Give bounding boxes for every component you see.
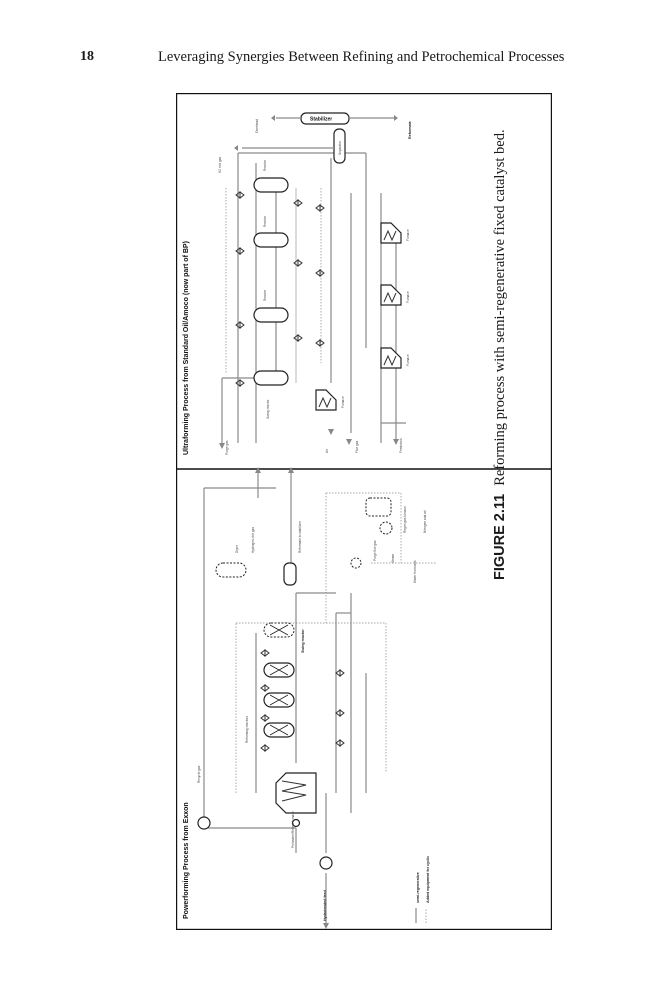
recycle-gas-label: Recycle gas [197, 765, 201, 783]
furnace-2 [380, 284, 402, 306]
furnace-2-label: Furnace [406, 291, 410, 303]
separator-label: Separator [338, 140, 342, 155]
swing-reactor-label: Swing reactor [266, 399, 270, 419]
hydrogen-product-label: Hydrogen-rich gas [251, 527, 255, 553]
furnace-1 [380, 222, 402, 244]
caption-label: FIGURE 2.11 [492, 493, 508, 580]
flue-gas-label: Flue gas [355, 440, 359, 453]
reactor-2 [253, 232, 289, 248]
caption-text: Reforming process with semi-regenerative… [492, 129, 508, 486]
reactor-3 [253, 307, 289, 323]
reactor-1 [253, 177, 289, 193]
furnace-3-label: Furnace [406, 354, 410, 366]
stabilizer-label: Stabilizer [310, 117, 332, 123]
regen-gas-label: Regen gas furnace [403, 506, 407, 533]
reactor-1-label: Reactor [263, 159, 267, 171]
figure-caption: FIGURE 2.11 Reforming process with semi-r… [492, 129, 512, 580]
powerforming-title: Powerforming Process from Exxon [183, 802, 190, 919]
purge-gas-label: Purge gas [225, 440, 229, 455]
air-label: Air [325, 448, 329, 453]
product-separator [283, 562, 297, 586]
nitrogen-air-label: Nitrogen and air [423, 509, 427, 533]
legend-cyclic: Added equipment for cyclic [426, 856, 430, 903]
swing-reactor [253, 370, 289, 386]
legend-semi-regen: semi-regenerative [416, 872, 420, 903]
reforming-reactor-3 [263, 662, 295, 678]
separator-vessel [333, 128, 346, 164]
process-flow-diagram: Ultraforming Process from Standard Oil/A… [175, 92, 553, 931]
water-tank-label: Water from tank [413, 560, 417, 583]
steam-drum [379, 521, 393, 535]
reforming-reactor-1 [263, 722, 295, 738]
regen-furnace-label: Furnace [341, 396, 345, 408]
hydrotreated-feed-label: Hydrotreated feed [323, 890, 327, 921]
heater-label: Preheater/Reheat furnace [291, 811, 295, 848]
overhead-label: Overhead [255, 119, 259, 133]
heat-exchanger [291, 818, 301, 828]
recycle-compressor [197, 816, 211, 830]
reforming-reactor-2 [263, 692, 295, 708]
h2-gas-label: H2 rich gas [218, 156, 222, 173]
regen-gas-furnace [365, 497, 392, 517]
feedstock-label: Feedstock [399, 438, 403, 453]
running-title: Leveraging Synergies Between Refining an… [158, 49, 565, 65]
feed-pump [319, 856, 333, 870]
reactor-2-label: Reactor [263, 215, 267, 227]
swing-reactor-left-label: Swing reactor [301, 629, 305, 653]
purge-flue-gas-label: Purge flue gas [373, 540, 377, 561]
page-number: 18 [80, 49, 94, 64]
furnace-1-label: Furnace [406, 229, 410, 241]
ultraforming-title: Ultraforming Process from Standard Oil/A… [183, 241, 190, 455]
swing-reactor-left [263, 622, 295, 638]
reformate-product-label: Reformate to stabilizer [298, 520, 302, 553]
process-figure: Ultraforming Process from Standard Oil/A… [175, 92, 553, 931]
dryer-label: Dryer [235, 544, 239, 553]
steam-label: Steam [391, 553, 395, 563]
furnace-3 [380, 347, 402, 369]
reformate-label: Reformate [408, 121, 412, 139]
ultraforming-panel: Ultraforming Process from Standard Oil/A… [183, 112, 412, 455]
regen-furnace [315, 389, 337, 411]
regen-blower [350, 557, 362, 569]
reactor-3-label: Reactor [263, 289, 267, 301]
powerforming-panel: Powerforming Process from Exxon Recycle … [183, 467, 436, 929]
reactors-label: Reforming reactors [245, 715, 249, 743]
dryer-vessel [215, 562, 247, 578]
